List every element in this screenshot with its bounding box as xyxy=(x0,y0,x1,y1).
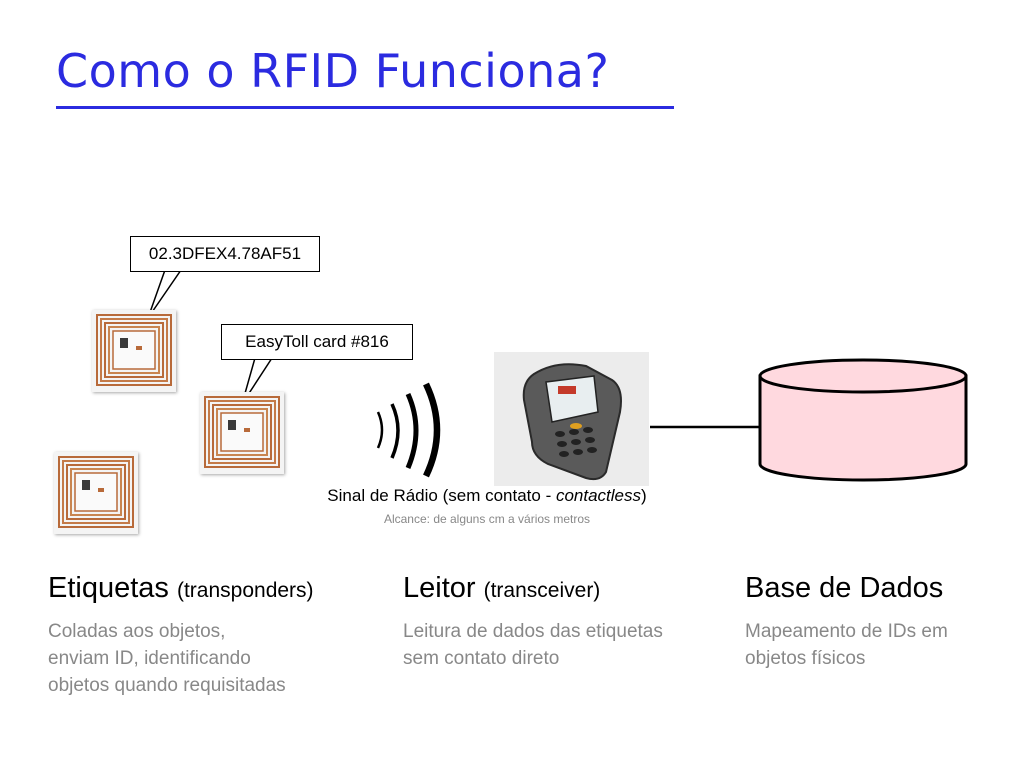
radio-caption-end: ) xyxy=(641,486,647,505)
tags-description: Coladas aos objetos, enviam ID, identifi… xyxy=(48,618,378,699)
tag-name-callout: EasyToll card #816 xyxy=(221,324,413,360)
database-description: Mapeamento de IDs em objetos físicos xyxy=(745,618,1005,672)
rfid-tag-icon xyxy=(54,452,138,534)
tags-heading-main: Etiquetas xyxy=(48,572,169,604)
tag-id-callout: 02.3DFEX4.78AF51 xyxy=(130,236,320,272)
database-heading: Base de Dados xyxy=(745,572,943,605)
rfid-tag-icon xyxy=(200,392,284,474)
reader-desc-line: Leitura de dados das etiquetas xyxy=(403,621,663,642)
radio-waves-icon xyxy=(376,382,441,478)
tags-heading-sub: (transponders) xyxy=(176,579,314,602)
reader-heading: Leitor (transceiver) xyxy=(403,572,600,605)
database-cylinder-icon xyxy=(758,358,968,482)
database-heading-main: Base de Dados xyxy=(745,572,944,604)
database-desc-line: objetos físicos xyxy=(745,648,866,669)
reader-desc-line: sem contato direto xyxy=(403,648,560,669)
page-title: Como o RFID Funciona? xyxy=(56,44,610,98)
handheld-reader-icon xyxy=(494,352,649,486)
range-caption: Alcance: de alguns cm a vários metros xyxy=(383,512,591,526)
radio-caption-italic: contactless xyxy=(555,486,642,505)
reader-heading-main: Leitor xyxy=(403,572,476,604)
tags-desc-line: enviam ID, identificando xyxy=(48,648,251,669)
tags-heading: Etiquetas (transponders) xyxy=(48,572,314,605)
database-desc-line: Mapeamento de IDs em xyxy=(745,621,948,642)
tags-desc-line: objetos quando requisitadas xyxy=(48,675,286,696)
title-underline xyxy=(56,106,674,109)
radio-caption-main: Sinal de Rádio (sem contato - xyxy=(327,486,556,505)
rfid-tag-icon xyxy=(92,310,176,392)
tags-desc-line: Coladas aos objetos, xyxy=(48,621,226,642)
radio-signal-caption: Sinal de Rádio (sem contato - contactles… xyxy=(200,486,774,506)
reader-heading-sub: (transceiver) xyxy=(483,579,601,602)
reader-description: Leitura de dados das etiquetas sem conta… xyxy=(403,618,733,672)
